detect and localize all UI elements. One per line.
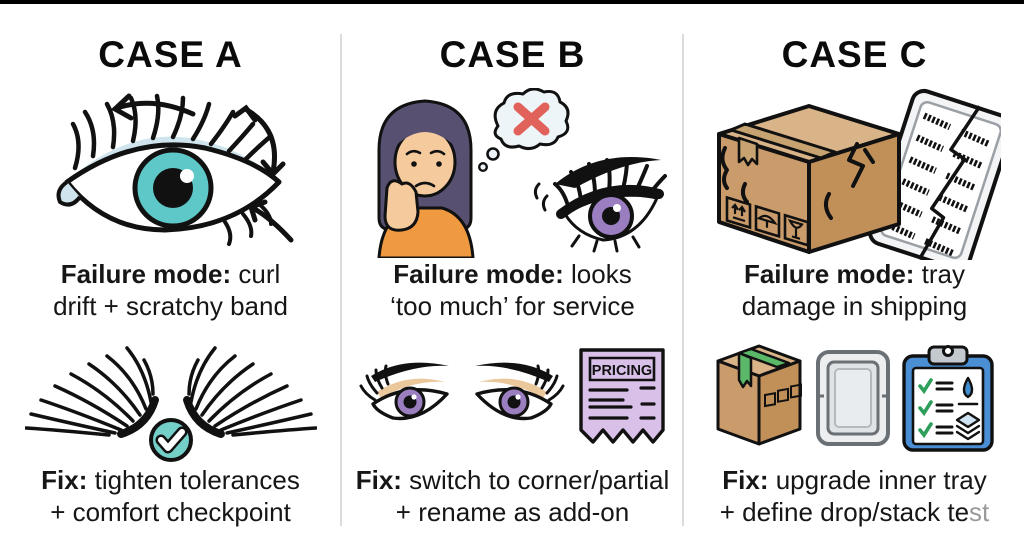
eye-curl-drift-arrows-icon [43,88,299,257]
case-a-fix-text: Fix: tighten tolerances + comfort checkp… [41,465,300,527]
column-divider-1 [340,34,342,526]
failure-label: Failure mode: [60,259,232,289]
case-b-fix-text: Fix: switch to corner/partial + rename a… [355,465,670,527]
case-c-failure-text: Failure mode: tray damage in shipping [741,259,968,321]
pricing-label: PRICING [591,363,651,379]
case-a-title: CASE A [98,34,243,75]
eye-curl-drift-arrows-svg [43,88,299,252]
top-black-bar [0,0,1024,4]
case-c-column: CASE C [684,4,1024,559]
case-a-failure-text: Failure mode: curl drift + scratchy band [53,259,288,321]
failure-label: Failure mode: [743,259,915,289]
case-c-fix-text: Fix: upgrade inner tray + define drop/st… [719,465,990,527]
closed-lashes-check-svg [25,342,317,464]
case-a-column: CASE A [0,4,341,559]
column-divider-2 [682,34,684,526]
case-b-failure-text: Failure mode: looks ‘too much’ for servi… [390,259,635,321]
case-b-column: CASE B [342,4,683,559]
eyes-receipt-svg: PRICING [357,342,669,460]
case-c-title: CASE C [781,34,928,75]
failure-label: Failure mode: [393,259,564,289]
faded-text-suffix: st [969,497,990,527]
pricing-receipt: PRICING [581,350,663,442]
damaged-box-cracked-tray-icon [709,88,1001,265]
closed-lashes-check-icon [25,342,317,469]
box-tray-checklist-svg [714,342,996,454]
case-b-title: CASE B [439,34,586,75]
fix-label: Fix: [722,465,769,495]
damaged-box-svg [709,88,1001,260]
worried-client-dramatic-eye-icon [357,88,669,263]
box-tray-checklist-icon [714,342,996,459]
worried-client-svg [357,88,669,258]
fix-label: Fix: [41,465,88,495]
natural-eyes-pricing-receipt-icon: PRICING [357,342,669,465]
fix-label: Fix: [355,465,402,495]
